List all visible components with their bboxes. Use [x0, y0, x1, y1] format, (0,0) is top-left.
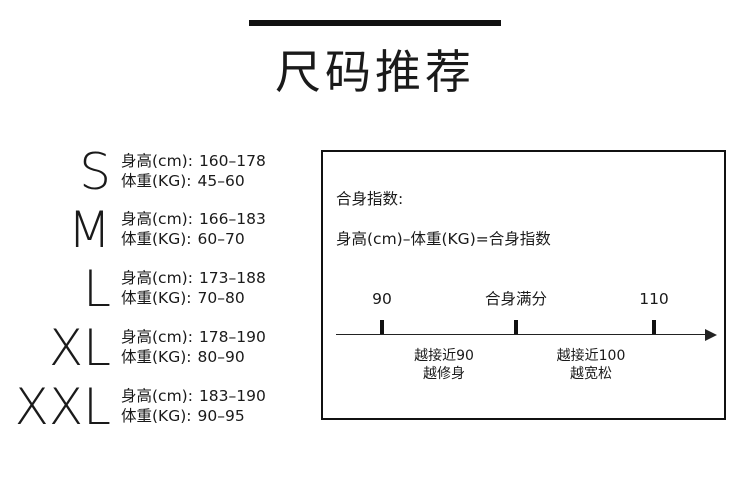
scale-label-perfect-fit: 合身满分: [484, 290, 548, 308]
size-letter: L: [83, 260, 111, 318]
height-label: 身高(cm):: [121, 152, 193, 170]
size-letter: XL: [48, 319, 111, 377]
scale-label-110: 110: [639, 290, 669, 308]
weight-value: 70–80: [197, 289, 245, 307]
slim-fit-note-line1: 越接近90: [414, 348, 474, 364]
title-decoration-bar: [249, 20, 501, 26]
weight-label: 体重(KG):: [121, 230, 192, 248]
weight-value: 45–60: [197, 172, 245, 190]
loose-fit-note-line1: 越接近100: [556, 348, 626, 364]
height-label: 身高(cm):: [121, 328, 193, 346]
height-spec: 身高(cm): 183–190: [121, 386, 266, 406]
scale-tick-90: [380, 320, 384, 334]
height-label: 身高(cm):: [121, 269, 193, 287]
size-specs: 身高(cm): 178–190 体重(KG): 80–90: [121, 327, 266, 367]
size-letter: M: [67, 201, 111, 259]
fit-index-panel: 合身指数: 身高(cm)–体重(KG)=合身指数 90 合身满分 110 越接近…: [321, 150, 726, 420]
size-specs: 身高(cm): 173–188 体重(KG): 70–80: [121, 268, 266, 308]
fit-index-formula: 身高(cm)–体重(KG)=合身指数: [336, 230, 551, 248]
size-specs: 身高(cm): 160–178 体重(KG): 45–60: [121, 151, 266, 191]
loose-fit-note: 越接近100 越宽松: [557, 347, 626, 383]
height-value: 160–178: [198, 152, 266, 170]
height-value: 183–190: [198, 387, 266, 405]
size-row-xl: XL 身高(cm): 178–190 体重(KG): 80–90: [0, 319, 320, 378]
height-value: 178–190: [198, 328, 266, 346]
size-letter: XXL: [14, 378, 111, 436]
size-row-l: L 身高(cm): 173–188 体重(KG): 70–80: [0, 260, 320, 319]
height-label: 身高(cm):: [121, 387, 193, 405]
slim-fit-note-line2: 越修身: [422, 366, 465, 382]
size-row-xxl: XXL 身高(cm): 183–190 体重(KG): 90–95: [0, 378, 320, 437]
weight-label: 体重(KG):: [121, 172, 192, 190]
weight-spec: 体重(KG): 70–80: [121, 288, 266, 308]
weight-label: 体重(KG):: [121, 407, 192, 425]
height-label: 身高(cm):: [121, 210, 193, 228]
arrow-right-icon: [705, 329, 717, 341]
weight-spec: 体重(KG): 90–95: [121, 406, 266, 426]
scale-label-90: 90: [372, 290, 392, 308]
weight-value: 90–95: [197, 407, 245, 425]
height-spec: 身高(cm): 178–190: [121, 327, 266, 347]
weight-label: 体重(KG):: [121, 289, 192, 307]
height-spec: 身高(cm): 173–188: [121, 268, 266, 288]
size-row-s: S 身高(cm): 160–178 体重(KG): 45–60: [0, 143, 320, 202]
scale-tick-110: [652, 320, 656, 334]
weight-value: 60–70: [197, 230, 245, 248]
height-value: 166–183: [198, 210, 266, 228]
scale-axis-line: [336, 334, 711, 335]
size-row-m: M 身高(cm): 166–183 体重(KG): 60–70: [0, 201, 320, 260]
slim-fit-note: 越接近90 越修身: [414, 347, 474, 383]
size-specs: 身高(cm): 166–183 体重(KG): 60–70: [121, 209, 266, 249]
fit-index-heading: 合身指数:: [336, 190, 404, 208]
weight-label: 体重(KG):: [121, 348, 192, 366]
weight-spec: 体重(KG): 60–70: [121, 229, 266, 249]
weight-spec: 体重(KG): 80–90: [121, 347, 266, 367]
height-spec: 身高(cm): 160–178: [121, 151, 266, 171]
loose-fit-note-line2: 越宽松: [569, 366, 612, 382]
scale-tick-perfect-fit: [514, 320, 518, 334]
weight-spec: 体重(KG): 45–60: [121, 171, 266, 191]
size-letter: S: [79, 143, 111, 201]
height-spec: 身高(cm): 166–183: [121, 209, 266, 229]
size-specs: 身高(cm): 183–190 体重(KG): 90–95: [121, 386, 266, 426]
weight-value: 80–90: [197, 348, 245, 366]
page-title: 尺码推荐: [275, 45, 475, 99]
height-value: 173–188: [198, 269, 266, 287]
